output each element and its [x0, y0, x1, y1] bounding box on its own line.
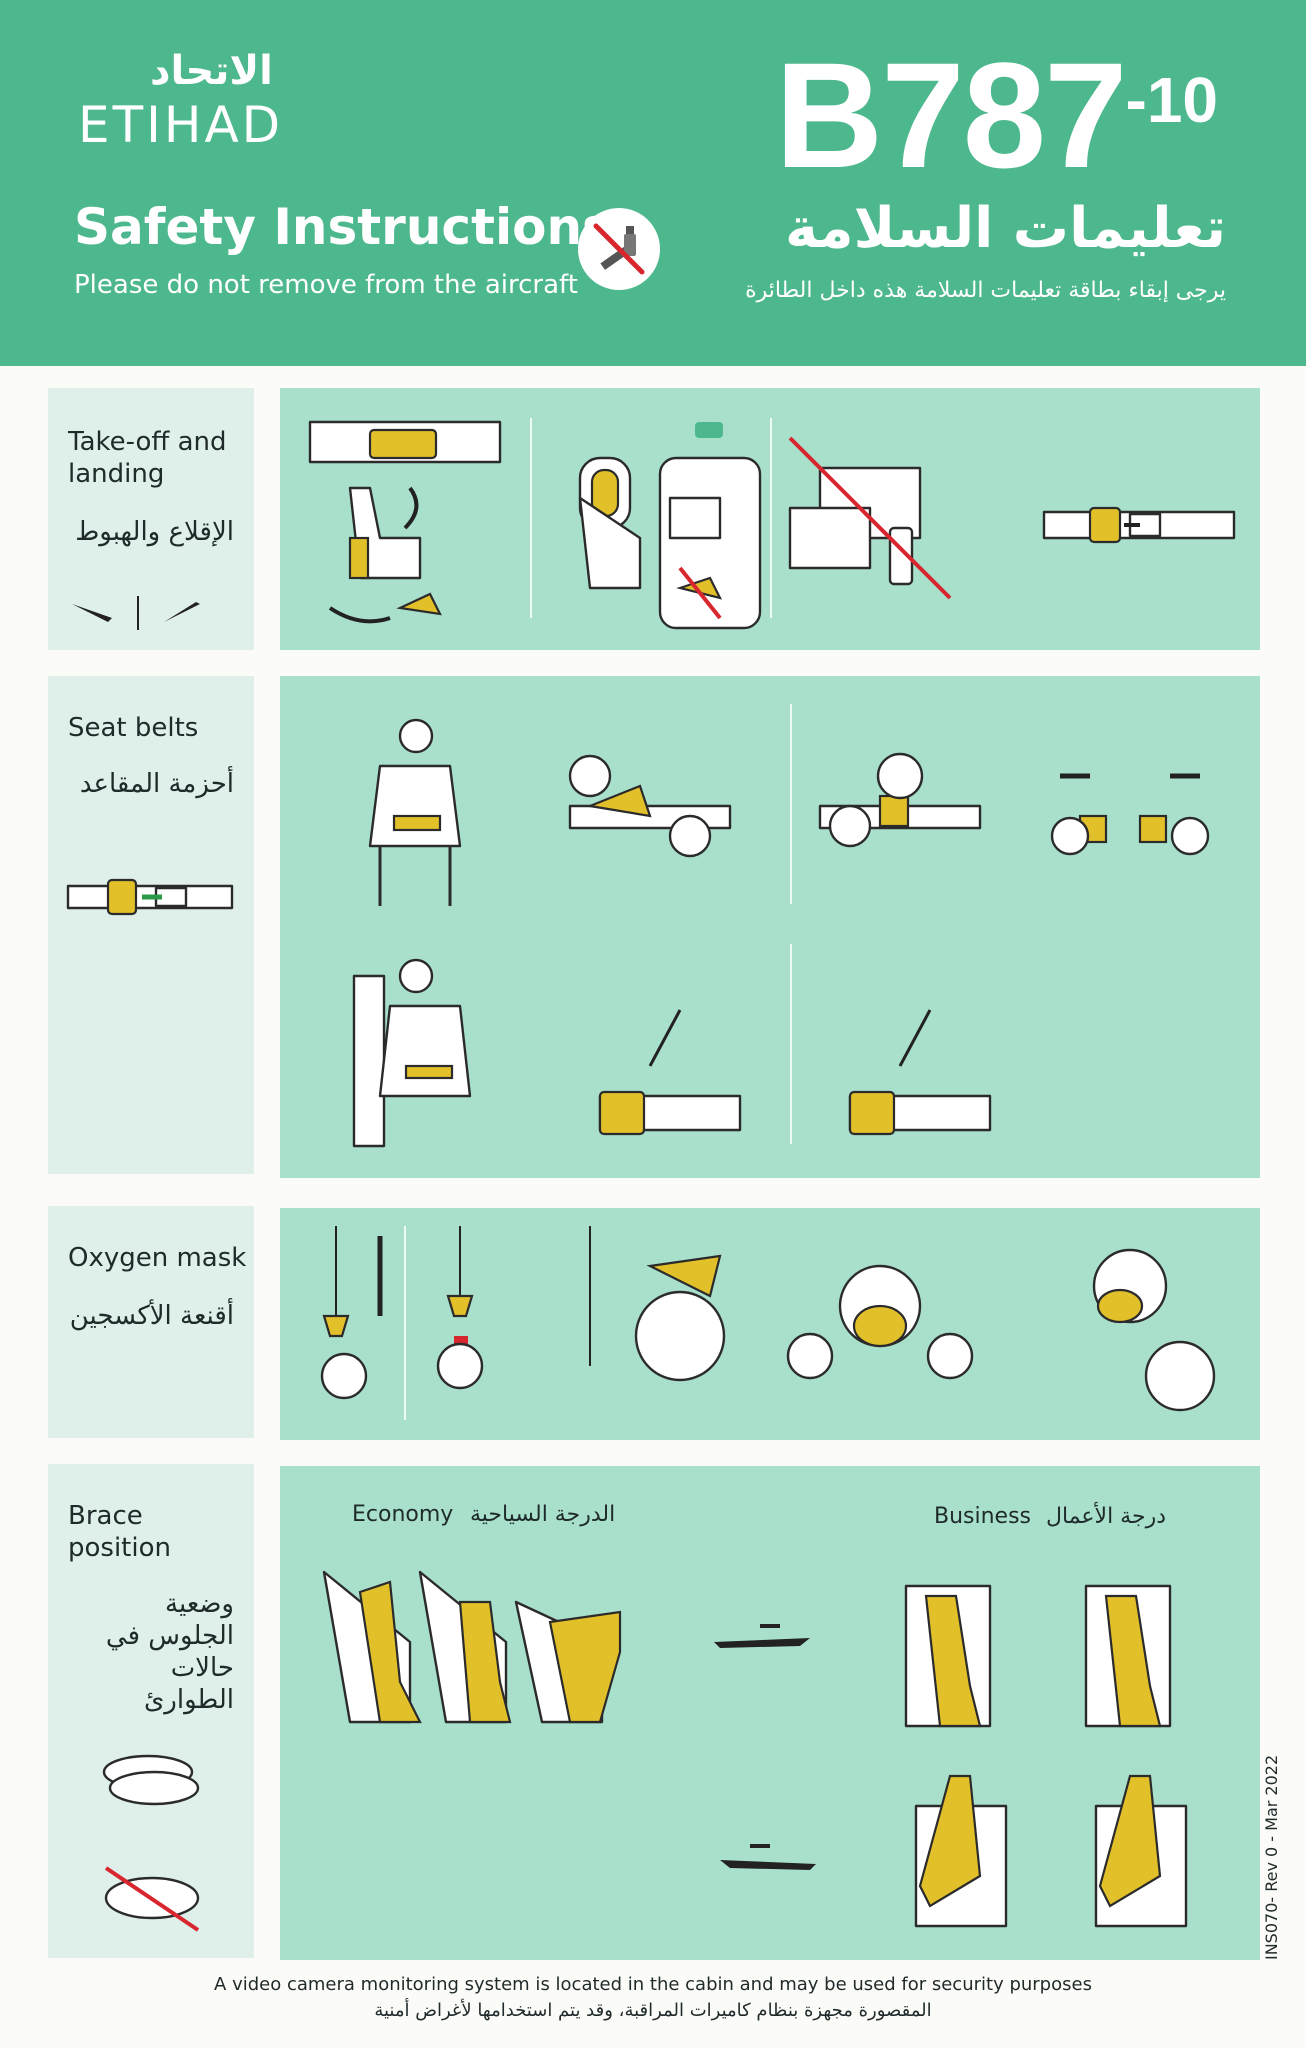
mask-pull-illustration [436, 1226, 484, 1390]
takeoff-label-arabic: الإقلاع والهبوط [75, 517, 234, 547]
brace-label-arabic: وضعية الجلوس في حالات الطوارئ [105, 1589, 234, 1715]
passenger-fasten-belt-illustration [368, 718, 462, 906]
header-banner: الاتحاد ETIHAD Safety Instructions Pleas… [0, 0, 1306, 366]
logo-etihad: ETIHAD [78, 96, 284, 154]
takeoff-panel [280, 388, 1260, 650]
mask-drop-illustration [320, 1226, 383, 1400]
belt-tighten-illustration [598, 1009, 742, 1136]
seatbelts-label-arabic: أحزمة المقاعد [79, 769, 234, 799]
hands-on-head-icon [102, 1754, 200, 1806]
camera-monitoring-notice-arabic: المقصورة مجهزة بنظام كاميرات المراقبة، و… [374, 2000, 932, 2021]
seatbelts-label-box: Seat belts أحزمة المقاعد [48, 676, 254, 1174]
mask-assist-others-illustration [1092, 1248, 1216, 1412]
belt-loosen-illustration [848, 1009, 992, 1136]
seat-belt-fasten-illustration [1042, 506, 1236, 544]
page-subtitle-arabic: يرجى إبقاء بطاقة تعليمات السلامة هذه داخ… [745, 278, 1226, 303]
no-interlocked-fingers-icon [104, 1866, 200, 1932]
camera-monitoring-notice: A video camera monitoring system is loca… [214, 1974, 1092, 1995]
rear-facing-plane-icon [720, 1844, 816, 1870]
oxygen-label-arabic: أقنعة الأكسجين [69, 1301, 234, 1331]
aircraft-model: B787-10 [775, 40, 1218, 190]
rear-facing-brace-adult-illustration [914, 1774, 1008, 1928]
seat-belt-icon [66, 878, 234, 916]
page-title: Safety Instructions [74, 198, 612, 256]
document-reference: INS070- Rev 0 - Mar 2022 [1262, 1754, 1281, 1960]
economy-caption: Economy [352, 1502, 454, 1527]
seatbelts-label: Seat belts [68, 713, 199, 743]
belt-lift-buckle-illustration [568, 754, 732, 858]
passenger-tighten-belt-illustration [352, 958, 472, 1148]
mask-tighten-straps-illustration [786, 1264, 974, 1380]
takeoff-label-box: Take-off and landing الإقلاع والهبوط [48, 388, 254, 650]
logo-arabic: الاتحاد [150, 48, 273, 94]
page-subtitle: Please do not remove from the aircraft [74, 270, 578, 300]
oxygen-panel [280, 1208, 1260, 1440]
business-caption: Business [934, 1504, 1032, 1529]
economy-brace-positions-illustration [322, 1570, 622, 1724]
brace-panel: Economy الدرجة السياحية Business درجة ال… [280, 1466, 1260, 1960]
takeoff-landing-plane-icon [72, 596, 200, 630]
belt-release-illustration [1050, 773, 1210, 856]
model-main: B787 [774, 31, 1128, 199]
overhead-bin-seat-upright-illustration [308, 420, 502, 624]
forward-facing-plane-icon [714, 1624, 810, 1648]
business-brace-adult-illustration [1084, 1584, 1172, 1728]
brace-label-box: Brace position وضعية الجلوس في حالات الط… [48, 1464, 254, 1958]
rear-facing-brace-child-illustration [1094, 1774, 1188, 1928]
oxygen-label-box: Oxygen mask أقنعة الأكسجين [48, 1206, 254, 1438]
mask-place-over-face-illustration [589, 1226, 726, 1382]
model-suffix: -10 [1125, 64, 1219, 136]
oxygen-label: Oxygen mask [68, 1243, 247, 1273]
no-smoking-icon [578, 208, 660, 290]
page-title-arabic: تعليمات السلامة [784, 196, 1226, 261]
belt-open-buckle-illustration [818, 752, 982, 848]
seatbelts-panel [280, 676, 1260, 1178]
no-electronic-devices-illustration [788, 436, 952, 600]
economy-caption-arabic: الدرجة السياحية [470, 1502, 616, 1527]
brace-label: Brace position [68, 1501, 171, 1563]
business-caption-arabic: درجة الأعمال [1046, 1504, 1167, 1529]
business-brace-child-illustration [904, 1584, 992, 1728]
window-shade-tray-table-illustration [578, 422, 762, 630]
takeoff-label: Take-off and landing [68, 427, 227, 489]
